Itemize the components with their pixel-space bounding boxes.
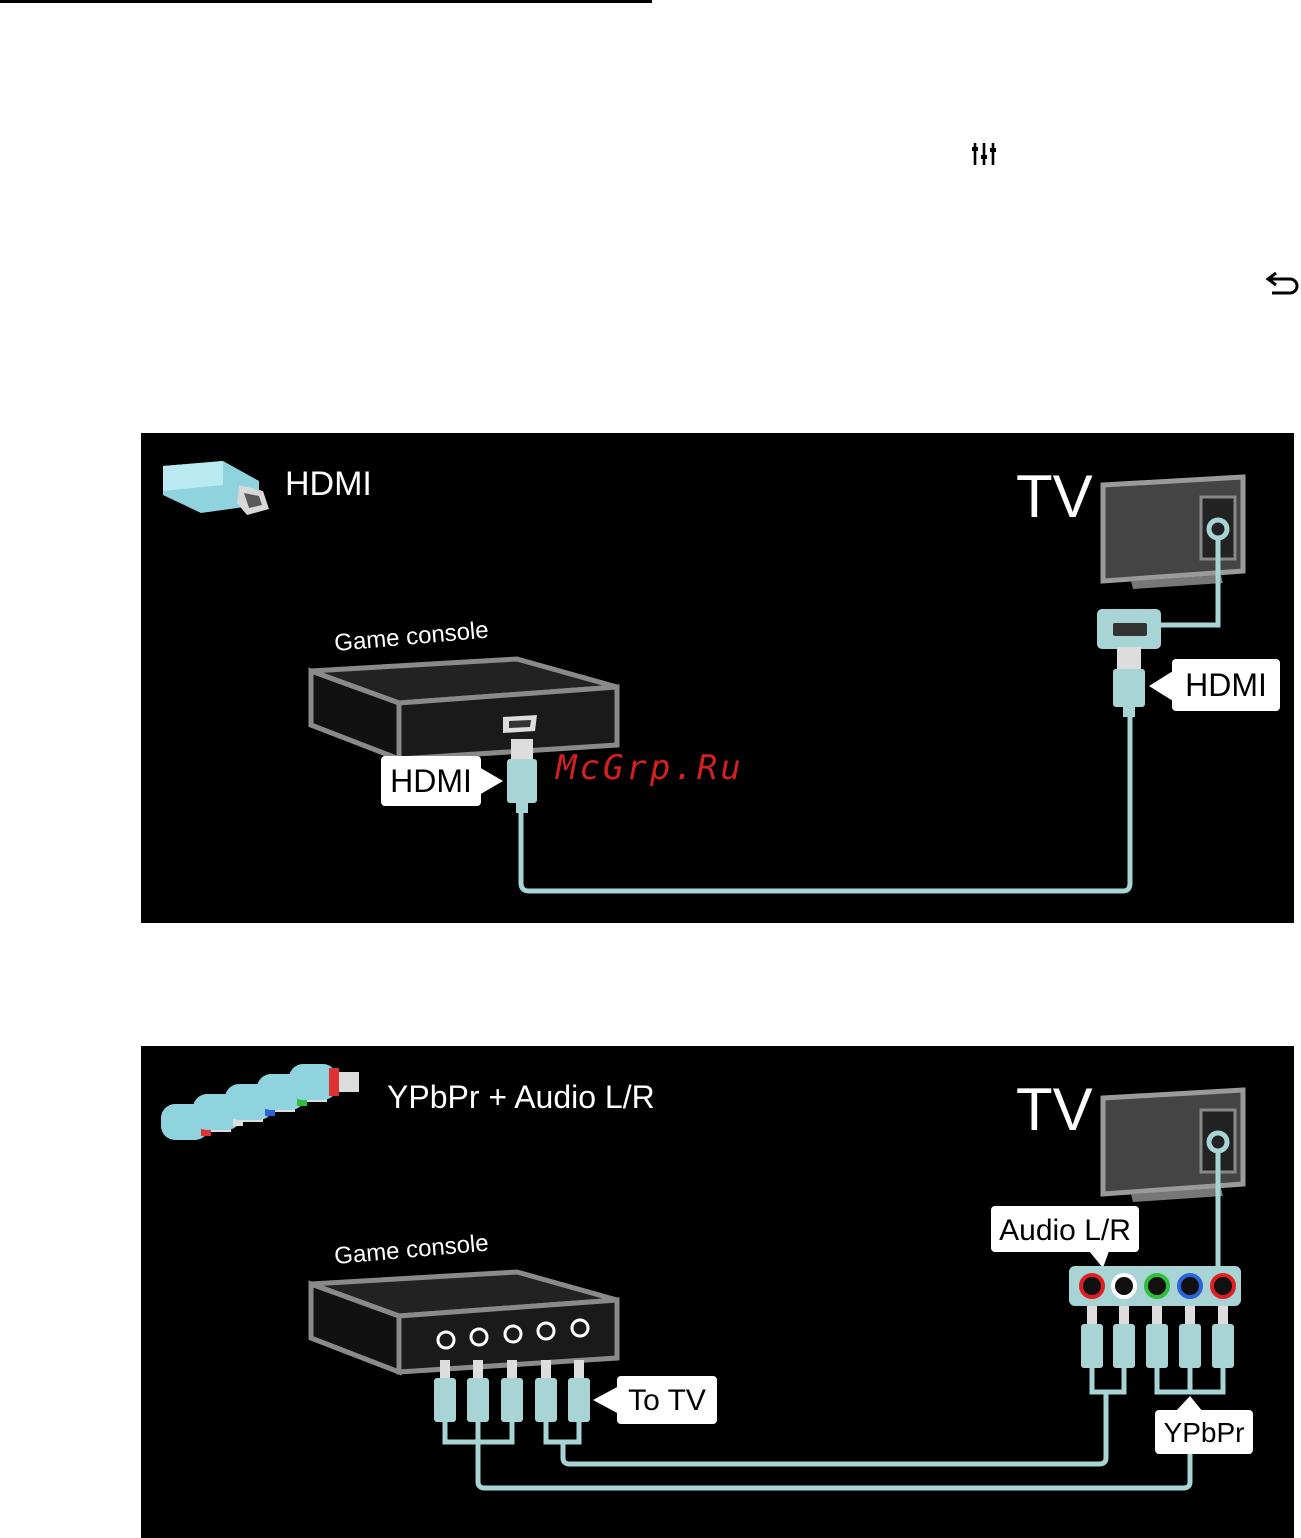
ypbpr-title: YPbPr + Audio L/R [387,1079,655,1115]
tv-illustration [1103,1090,1243,1202]
game-console-illustration [311,659,617,759]
hdmi-connection-diagram: HDMI TV HDMI Game console [141,433,1294,923]
component-cables-icon [161,1064,359,1140]
tv-audio-callout: Audio L/R [991,1206,1139,1268]
game-console-illustration [311,1272,617,1372]
console-hdmi-callout: HDMI [381,756,503,806]
tv-illustration [1103,477,1243,589]
watermark: McGrp.Ru [556,748,744,788]
top-rule [0,0,652,3]
hdmi-plug-icon [163,461,269,515]
tv-audio-label: Audio L/R [999,1214,1131,1247]
game-console-label: Game console [333,1230,490,1270]
ypbpr-connection-diagram: YPbPr + Audio L/R TV Audio L/R [141,1046,1294,1538]
tv-hdmi-plug [1113,647,1145,717]
back-arrow-icon [1264,268,1300,296]
console-to-tv-callout: To TV [593,1376,717,1424]
tv-hdmi-port-label: HDMI [1185,667,1267,703]
tv-video-callout: YPbPr [1155,1396,1253,1454]
tv-hdmi-port [1097,609,1161,649]
game-console-label: Game console [333,617,490,657]
console-hdmi-plug [507,739,537,813]
options-sliders-icon [970,140,998,168]
tv-label: TV [1016,463,1093,530]
tv-video-label: YPbPr [1164,1417,1245,1448]
hdmi-title: HDMI [285,465,372,503]
tv-component-jacks [1069,1266,1241,1306]
tv-label: TV [1016,1076,1093,1143]
tv-hdmi-callout: HDMI [1149,659,1280,711]
console-hdmi-port-label: HDMI [390,763,472,799]
tv-component-plugs [1081,1306,1234,1368]
console-to-tv-label: To TV [628,1384,706,1417]
